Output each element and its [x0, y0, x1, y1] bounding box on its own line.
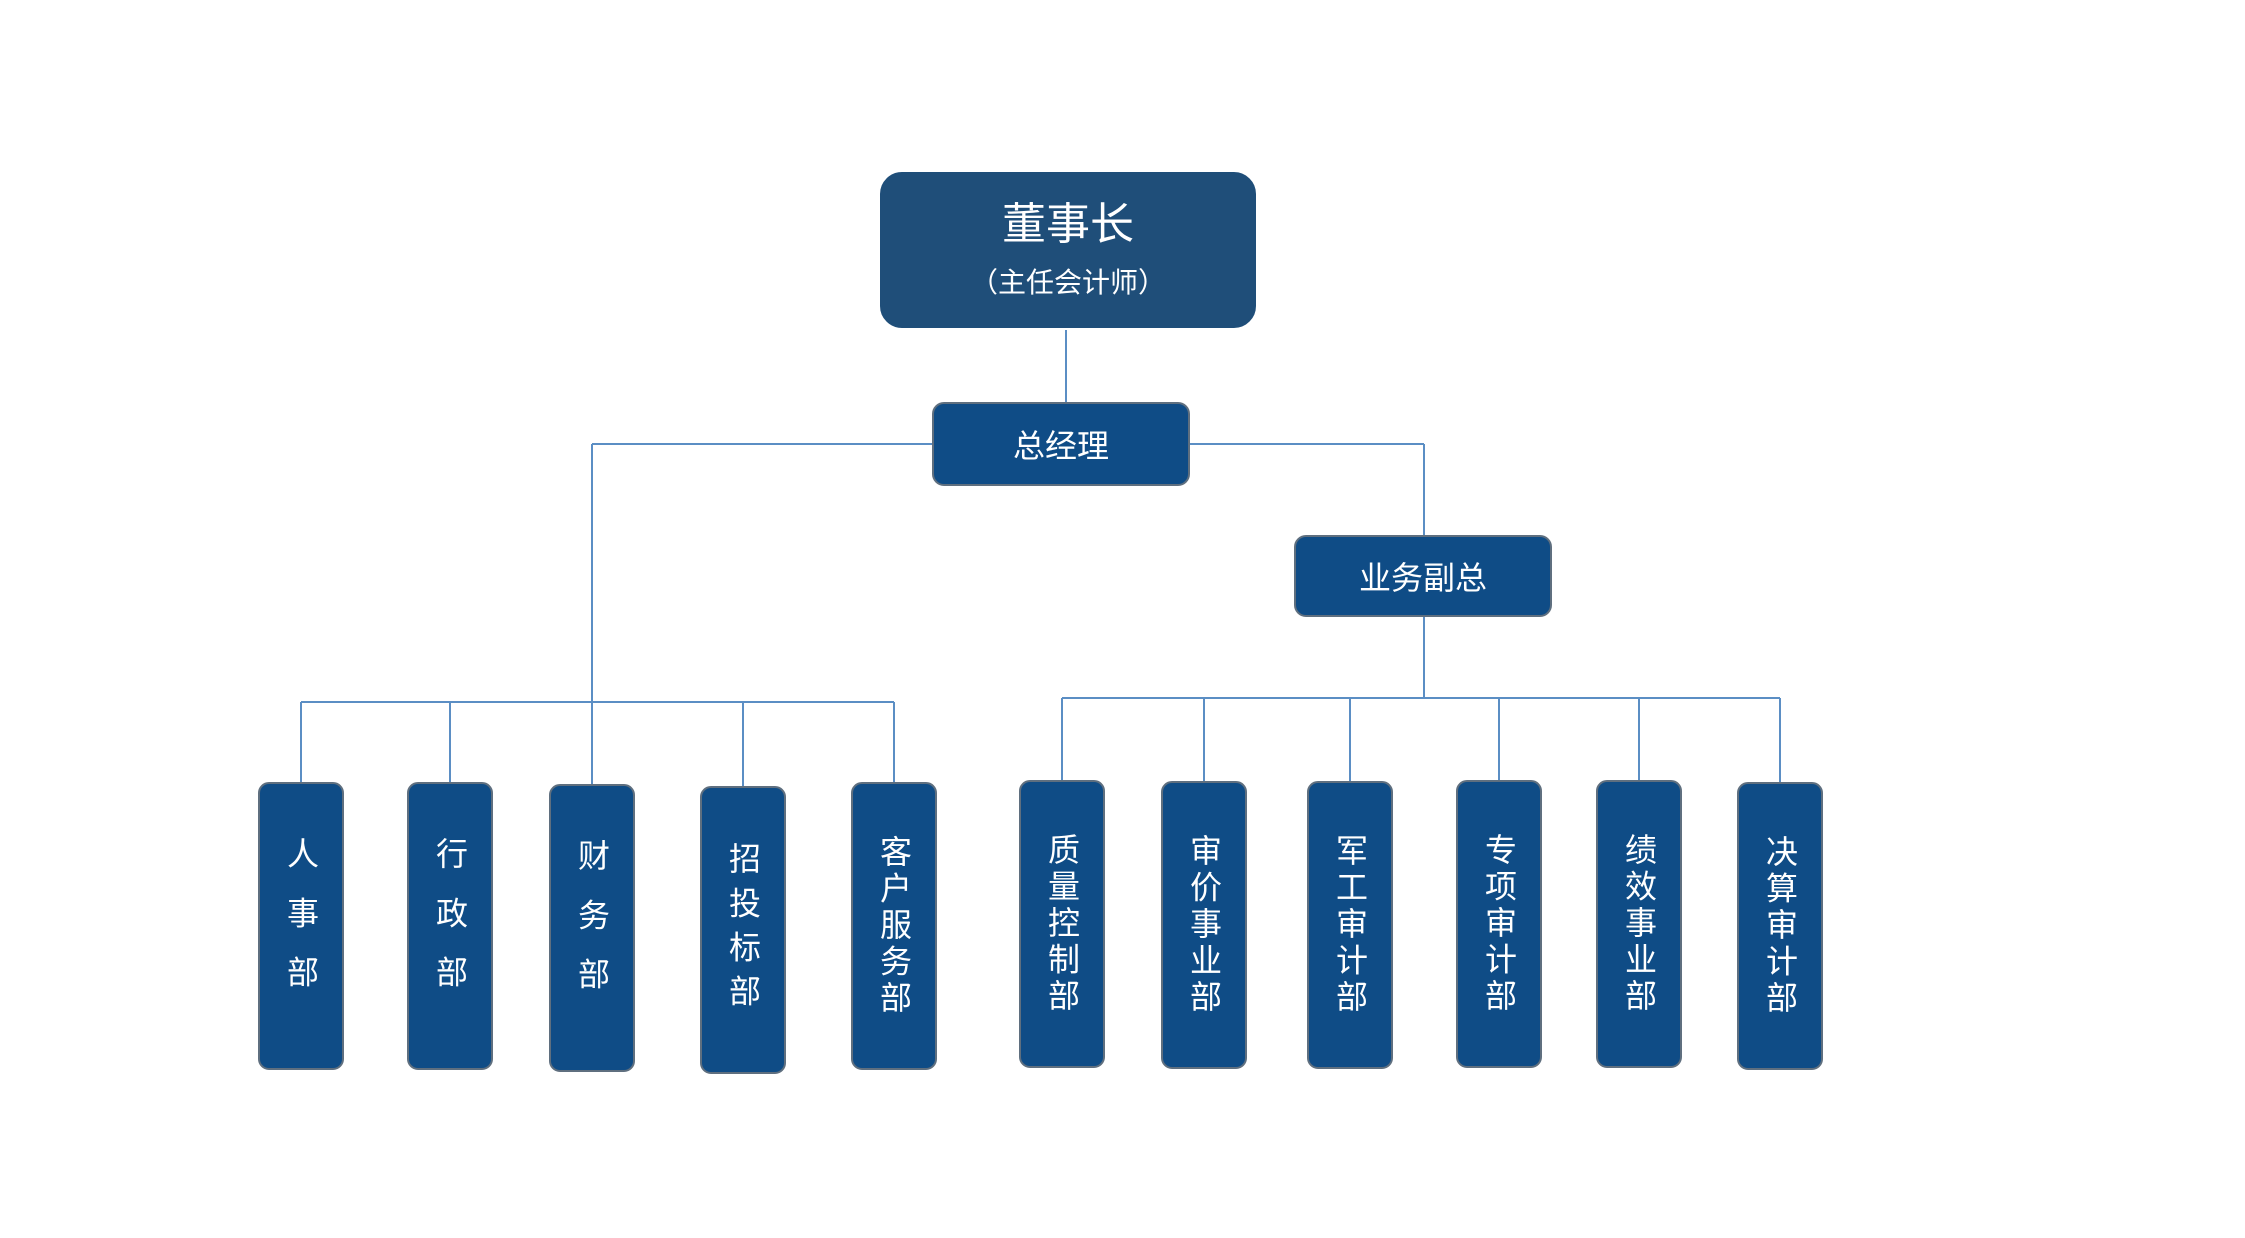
- general-manager-box: 总经理: [932, 402, 1190, 486]
- dept-label-special-audit: 专项审计部: [1480, 832, 1518, 1016]
- dept-label-admin: 行政部: [431, 837, 469, 1015]
- general-manager-label: 总经理: [1012, 427, 1109, 465]
- dept-label-final-accounts-audit: 决算审计部: [1761, 834, 1799, 1018]
- dept-label-finance: 财务部: [573, 839, 611, 1017]
- dept-label-military-audit: 军工审计部: [1331, 833, 1369, 1017]
- dept-label-bidding: 招投标部: [724, 841, 762, 1019]
- dept-box-quality-control: 质量控制部: [1019, 780, 1105, 1068]
- dept-box-admin: 行政部: [407, 782, 493, 1070]
- dept-box-special-audit: 专项审计部: [1456, 780, 1542, 1068]
- dept-label-quality-control: 质量控制部: [1043, 832, 1081, 1016]
- business-vp-box: 业务副总: [1294, 535, 1552, 617]
- dept-label-performance: 绩效事业部: [1620, 832, 1658, 1016]
- dept-box-price-audit: 审价事业部: [1161, 781, 1247, 1069]
- dept-label-hr: 人事部: [282, 837, 320, 1015]
- business-vp-label: 业务副总: [1358, 559, 1487, 597]
- chairman-box: 董事长 （主任会计师）: [880, 172, 1256, 328]
- dept-box-bidding: 招投标部: [700, 786, 786, 1074]
- dept-box-customer-service: 客户服务部: [851, 782, 937, 1070]
- dept-box-military-audit: 军工审计部: [1307, 781, 1393, 1069]
- dept-box-performance: 绩效事业部: [1596, 780, 1682, 1068]
- dept-label-customer-service: 客户服务部: [875, 834, 913, 1018]
- chairman-subtitle: （主任会计师）: [969, 265, 1166, 299]
- dept-label-price-audit: 审价事业部: [1185, 833, 1223, 1017]
- dept-box-hr: 人事部: [258, 782, 344, 1070]
- dept-box-final-accounts-audit: 决算审计部: [1737, 782, 1823, 1070]
- chairman-title: 董事长: [1002, 199, 1134, 251]
- dept-box-finance: 财务部: [549, 784, 635, 1072]
